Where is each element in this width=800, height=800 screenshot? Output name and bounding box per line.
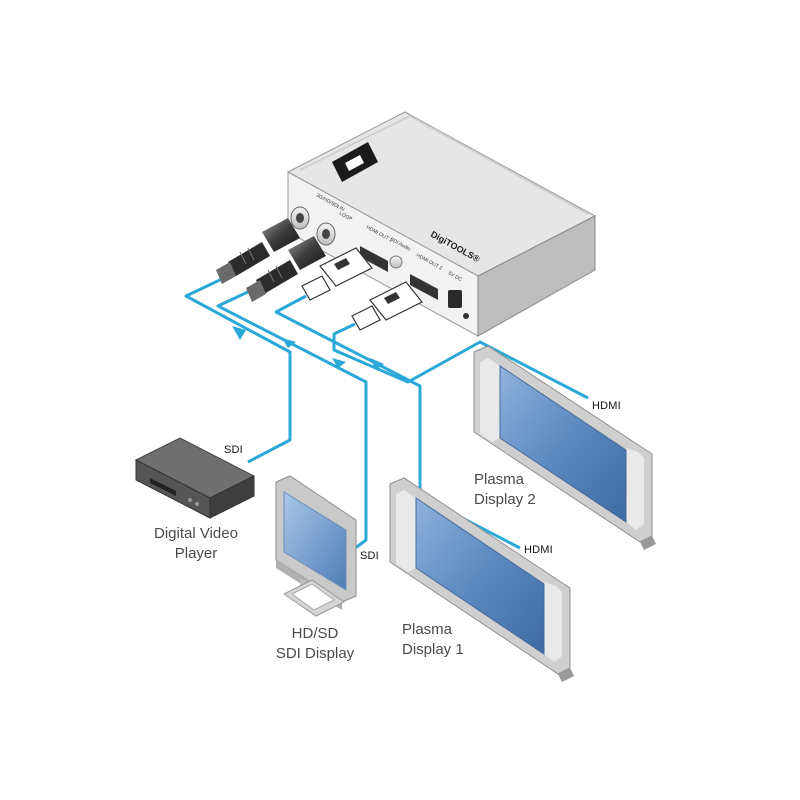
digital-video-player-label: Digital Video Player <box>126 524 266 564</box>
arrow-hdmi-2 <box>370 358 384 370</box>
power-socket <box>448 290 462 308</box>
arrow-sdi-in <box>232 326 246 340</box>
hdmi-socket-2 <box>410 274 438 300</box>
bnc-plug-loop <box>246 236 326 302</box>
hdmi-2-cable-label: HDMI <box>592 400 621 412</box>
cable-sdi-loop <box>216 288 368 554</box>
plasma-display-2-line1: Plasma <box>474 471 525 488</box>
plasma-display-2 <box>473 345 656 550</box>
plasma-display-2-line2: Display 2 <box>474 491 536 508</box>
arrow-sdi-loop <box>282 338 296 348</box>
sdi-display-line1: HD/SD <box>291 625 339 642</box>
bnc-plug-in <box>216 218 300 284</box>
sdi-audio-knob <box>389 255 403 269</box>
digital-video-player-line2: Player <box>174 545 218 562</box>
hdmi-plug-2 <box>351 281 423 331</box>
plasma-display-1 <box>389 477 574 682</box>
sdi-display-label: HD/SD SDI Display <box>260 624 370 664</box>
arrow-hdmi-1 <box>332 358 346 368</box>
hdmi-plug-1 <box>301 247 373 301</box>
kramer-logo <box>332 142 378 182</box>
digitools-device: DigiTOOLS® 3G/HD/SDI IN LOOP HDMI OUT 1 … <box>286 111 597 337</box>
sdi-display-monitor <box>275 475 357 617</box>
sdi-in-cable-label: SDI <box>224 444 243 456</box>
plasma-display-2-label: Plasma Display 2 <box>474 470 564 510</box>
hdmi-1-cable-label: HDMI <box>524 544 553 556</box>
digital-video-player <box>134 437 256 519</box>
cable-hdmi-2 <box>332 322 589 400</box>
bnc-socket-loop <box>316 222 336 246</box>
sdi-out-cable-label: SDI <box>360 550 379 562</box>
bnc-socket-in <box>290 206 310 230</box>
digital-video-player-line1: Digital Video <box>154 525 238 542</box>
plasma-display-1-line2: Display 1 <box>402 641 464 658</box>
hdmi-socket-1 <box>360 246 388 272</box>
plasma-display-1-line1: Plasma <box>402 621 453 638</box>
sdi-display-line2: SDI Display <box>275 645 355 662</box>
cable-sdi-in <box>184 276 292 464</box>
cable-arrows <box>232 326 384 370</box>
cables <box>184 276 589 554</box>
plasma-display-1-label: Plasma Display 1 <box>402 620 492 660</box>
